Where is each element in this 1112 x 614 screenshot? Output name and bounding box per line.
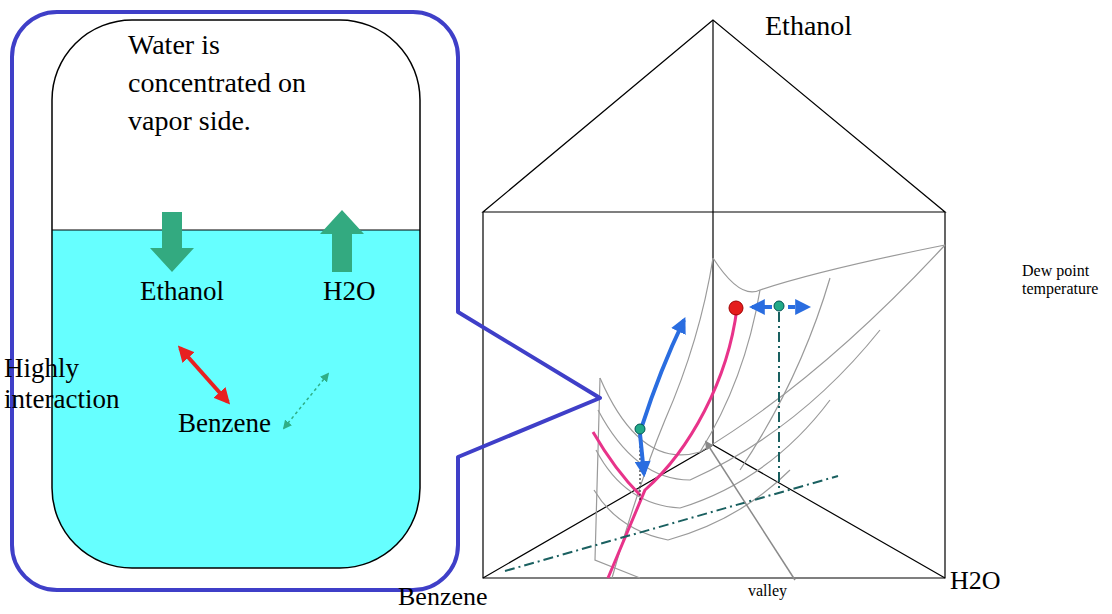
bubble-border: [12, 12, 600, 590]
move-arrow: [752, 305, 772, 309]
prism: [483, 20, 945, 578]
surface-line: [740, 278, 830, 470]
projection-line: [505, 476, 838, 571]
weak-interaction-arrow: [284, 374, 328, 428]
axis-label: H2O: [950, 566, 1001, 596]
azeotrope-point: [729, 301, 743, 315]
condense-arrow: [150, 212, 194, 272]
surface-line: [594, 470, 790, 540]
surface-line: [700, 290, 760, 452]
liquid-surface: [52, 229, 420, 230]
valley-label: valley: [748, 582, 787, 600]
callout-bubble: Water is concentrated on vapor side.: [12, 12, 458, 590]
axis-label: Benzene: [398, 582, 488, 612]
valley-curve: [608, 308, 737, 578]
bubble-outline: [12, 12, 458, 590]
vessel-outline: [52, 20, 420, 568]
prism-front: [483, 212, 945, 578]
move-arrow: [642, 320, 684, 426]
leader-line: [706, 442, 795, 580]
surface-line: [713, 245, 945, 292]
surface-line: [600, 245, 945, 455]
projection-line: [778, 312, 780, 488]
surface-line: [595, 378, 640, 578]
surface-line: [598, 330, 880, 480]
state-dot: [774, 301, 784, 311]
dew-surface: [594, 245, 945, 578]
valley-curve: [593, 432, 640, 495]
move-arrow: [640, 434, 644, 474]
interaction-label: Highly interaction: [4, 353, 144, 415]
node-text: Water is concentrated on vapor side.: [128, 26, 350, 140]
prism-base: [483, 445, 945, 578]
axis-label: Ethanol: [765, 10, 852, 42]
move-arrow: [788, 305, 808, 309]
component-label: Benzene: [178, 408, 271, 439]
state-dot: [635, 424, 645, 434]
prism-back-edge: [712, 20, 713, 445]
axis-label: Dew point temperature: [1022, 262, 1110, 299]
evaporate-arrow: [320, 210, 364, 272]
component-label: Ethanol: [140, 276, 224, 307]
prism-top: [483, 20, 945, 212]
component-label: H2O: [323, 276, 376, 307]
vessel: [40, 20, 440, 590]
strong-interaction-arrow: [180, 348, 228, 402]
